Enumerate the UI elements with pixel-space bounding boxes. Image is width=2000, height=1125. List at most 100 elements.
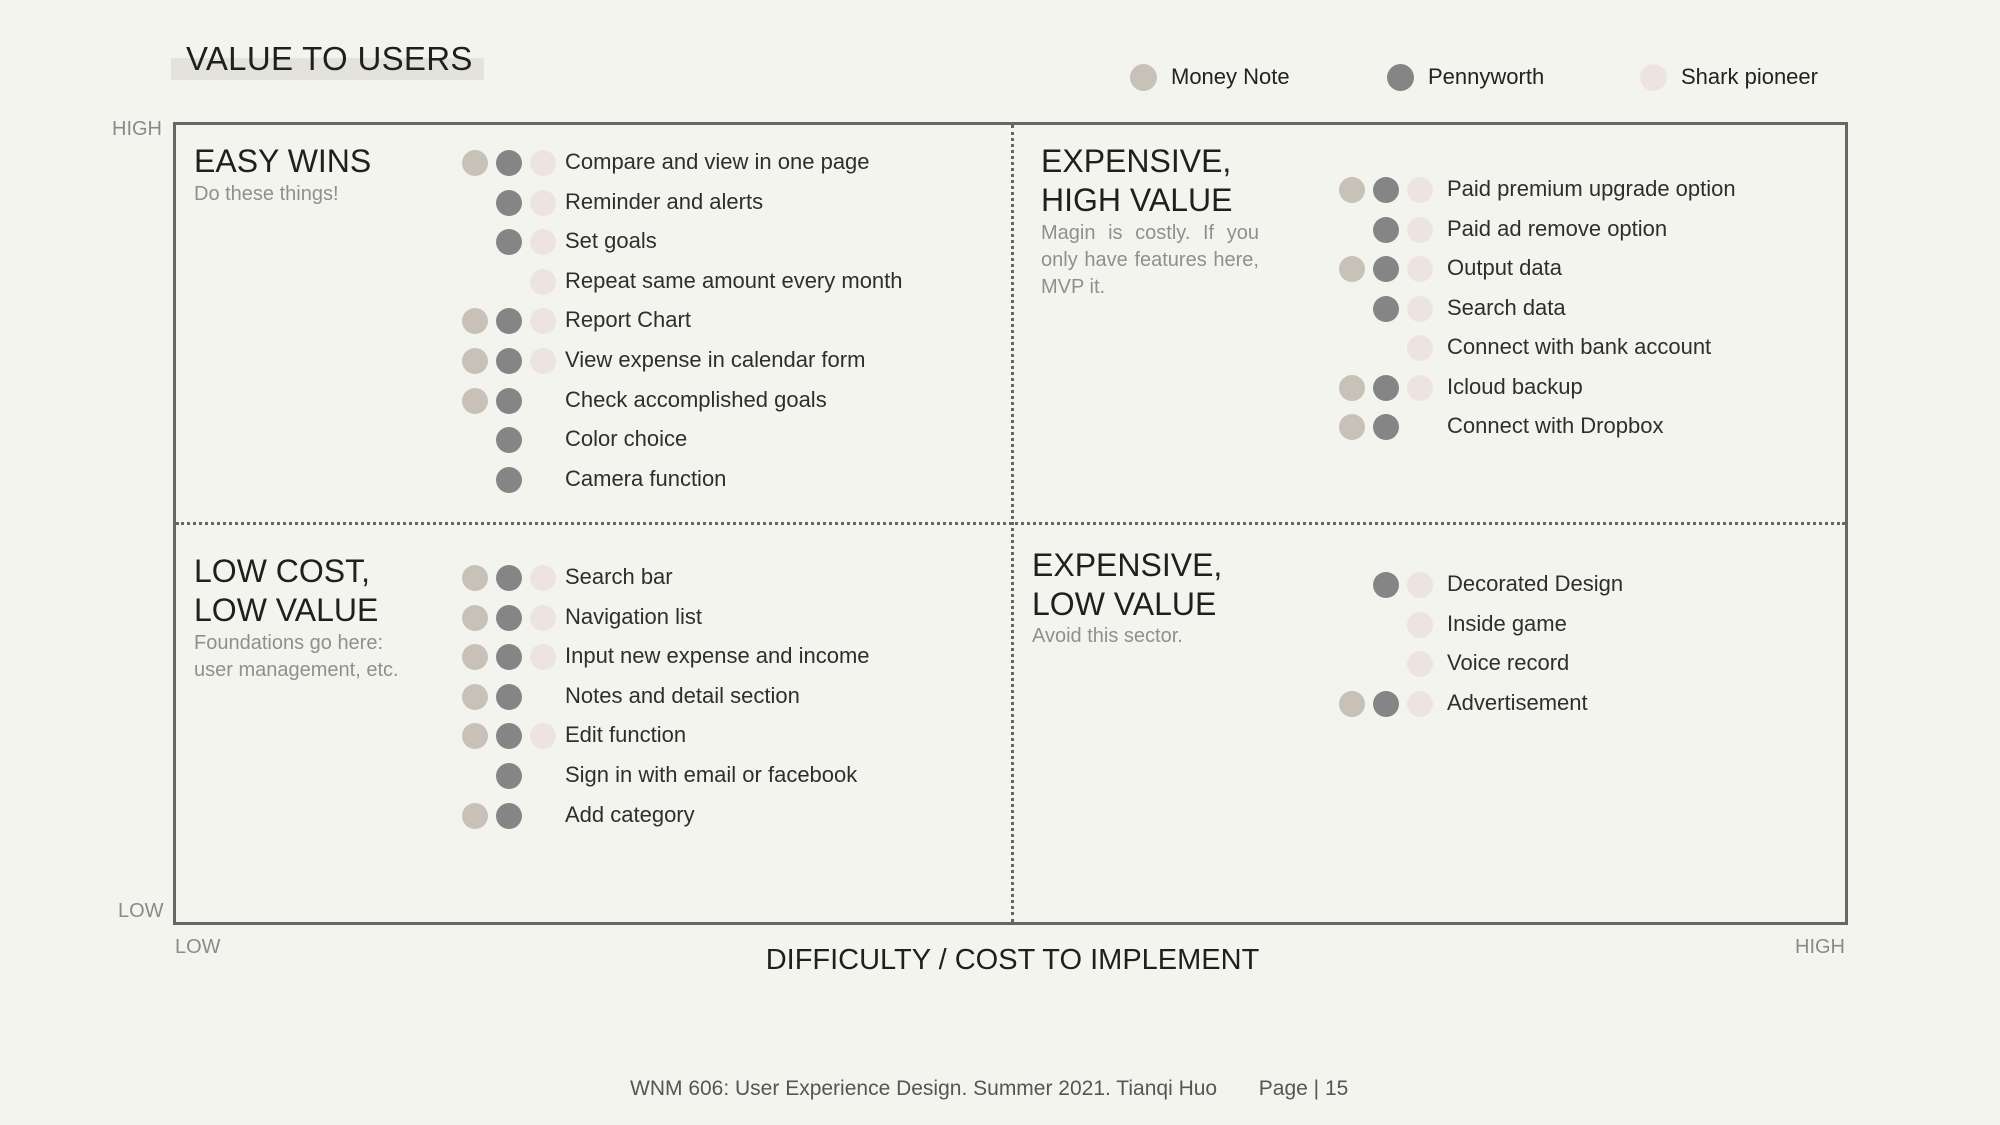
feature-label: Repeat same amount every month — [565, 267, 903, 293]
feature-label: Edit function — [565, 722, 687, 748]
app-dot-shark-pioneer — [530, 308, 556, 335]
app-dot-money-note — [462, 644, 488, 671]
feature-label: Notes and detail section — [565, 682, 800, 708]
legend-label: Money Note — [1171, 64, 1290, 89]
feature-label: Compare and view in one page — [565, 149, 870, 174]
y-axis-low-label: LOW — [118, 900, 164, 922]
app-dot-pennyworth — [496, 308, 522, 335]
app-dot-pennyworth — [1373, 177, 1399, 203]
app-dot-shark-pioneer — [530, 723, 556, 750]
feature-label: Input new expense and income — [565, 643, 870, 669]
app-dot-pennyworth — [496, 763, 522, 789]
app-dot-money-note — [462, 802, 488, 829]
app-dot-shark-pioneer — [1407, 611, 1433, 638]
title-highlight — [171, 58, 484, 80]
feature-label: Search bar — [565, 564, 673, 589]
app-dot-money-note — [462, 683, 488, 710]
app-dot-shark-pioneer — [1407, 295, 1433, 322]
quadrant-title: EXPENSIVE, HIGH VALUE — [1041, 143, 1233, 218]
feature-label: Connect with bank account — [1447, 334, 1712, 359]
app-dot-pennyworth — [496, 348, 522, 374]
app-dot-shark-pioneer — [530, 229, 556, 256]
footer-page-number: Page | 15 — [1258, 1077, 1349, 1100]
feature-label: Navigation list — [565, 603, 702, 629]
app-dot-shark-pioneer — [530, 348, 556, 374]
app-dot-pennyworth — [496, 802, 522, 829]
app-dot-shark-pioneer — [1407, 690, 1433, 717]
app-dot-pennyworth — [1373, 572, 1399, 598]
y-axis-high-label: HIGH — [112, 118, 162, 140]
app-dot-pennyworth — [1373, 256, 1399, 282]
feature-label: Search data — [1447, 294, 1566, 320]
feature-label: View expense in calendar form — [565, 347, 866, 372]
legend-label: Pennyworth — [1428, 64, 1545, 89]
app-dot-pennyworth — [1373, 414, 1399, 440]
feature-label: Sign in with email or facebook — [565, 762, 858, 787]
app-dot-shark-pioneer — [1407, 374, 1433, 401]
feature-label: Voice record — [1447, 650, 1570, 675]
app-dot-shark-pioneer — [1407, 177, 1433, 203]
footer-course-info: WNM 606: User Experience Design. Summer … — [630, 1077, 1218, 1100]
quadrant-subtitle: Magin is costly. If you only have featur… — [1041, 222, 1259, 298]
quadrant-subtitle: Do these things! — [194, 183, 339, 205]
feature-label: Color choice — [565, 426, 688, 452]
app-dot-pennyworth — [496, 189, 522, 216]
app-dot-shark-pioneer — [1407, 335, 1433, 361]
app-dot-shark-pioneer — [530, 565, 556, 591]
app-dot-money-note — [1339, 374, 1365, 401]
quadrant-title: EXPENSIVE, LOW VALUE — [1032, 547, 1223, 622]
app-dot-pennyworth — [496, 229, 522, 256]
feature-label: Advertisement — [1447, 689, 1588, 715]
app-dot-shark-pioneer — [1407, 256, 1433, 282]
page-title: VALUE TO USERS — [186, 40, 473, 77]
quadrant-subtitle: Avoid this sector. — [1032, 625, 1183, 647]
legend-swatch-pennyworth — [1387, 63, 1414, 91]
legend-swatch-shark-pioneer — [1640, 63, 1667, 91]
feature-label: Icloud backup — [1447, 373, 1583, 399]
app-dot-pennyworth — [496, 466, 522, 493]
app-dot-pennyworth — [1373, 690, 1399, 717]
legend-item-pennyworth: Pennyworth — [1387, 62, 1544, 92]
app-dot-shark-pioneer — [530, 189, 556, 216]
app-dot-money-note — [462, 150, 488, 176]
quadrant-title: EASY WINS — [194, 143, 372, 179]
legend-label: Shark pioneer — [1681, 64, 1818, 89]
app-dot-money-note — [462, 387, 488, 414]
app-dot-pennyworth — [496, 723, 522, 750]
matrix-frame — [173, 122, 1848, 925]
app-dot-shark-pioneer — [530, 644, 556, 671]
app-dot-money-note — [462, 604, 488, 631]
app-dot-shark-pioneer — [1407, 651, 1433, 677]
feature-label: Paid premium upgrade option — [1447, 176, 1736, 201]
app-dot-shark-pioneer — [530, 268, 556, 295]
app-dot-pennyworth — [496, 150, 522, 176]
quadrant-title: LOW COST, LOW VALUE — [194, 553, 379, 628]
legend-item-money-note: Money Note — [1130, 62, 1290, 92]
feature-label: Paid ad remove option — [1447, 215, 1668, 241]
x-axis-high-label: HIGH — [1795, 936, 1845, 958]
feature-label: Add category — [565, 801, 695, 827]
app-dot-money-note — [462, 565, 488, 591]
app-dot-money-note — [462, 723, 488, 750]
legend-item-shark-pioneer: Shark pioneer — [1640, 62, 1818, 92]
feature-label: Camera function — [565, 465, 727, 491]
footer: WNM 606: User Experience Design. Summer … — [630, 1077, 1348, 1101]
app-dot-pennyworth — [496, 387, 522, 414]
app-dot-pennyworth — [496, 565, 522, 591]
app-dot-money-note — [1339, 256, 1365, 282]
app-dot-shark-pioneer — [530, 604, 556, 631]
quadrant-subtitle: Foundations go here: user management, et… — [194, 632, 399, 681]
app-dot-money-note — [462, 348, 488, 374]
legend-swatch-money-note — [1130, 63, 1157, 91]
app-dot-pennyworth — [1373, 295, 1399, 322]
feature-label: Inside game — [1447, 610, 1567, 636]
feature-label: Reminder and alerts — [565, 188, 764, 214]
feature-label: Report Chart — [565, 307, 691, 333]
app-dot-pennyworth — [1373, 374, 1399, 401]
feature-label: Set goals — [565, 228, 657, 254]
app-dot-money-note — [1339, 414, 1365, 440]
app-dot-pennyworth — [1373, 216, 1399, 243]
app-dot-shark-pioneer — [1407, 216, 1433, 243]
feature-label: Decorated Design — [1447, 571, 1624, 596]
app-dot-pennyworth — [496, 427, 522, 454]
